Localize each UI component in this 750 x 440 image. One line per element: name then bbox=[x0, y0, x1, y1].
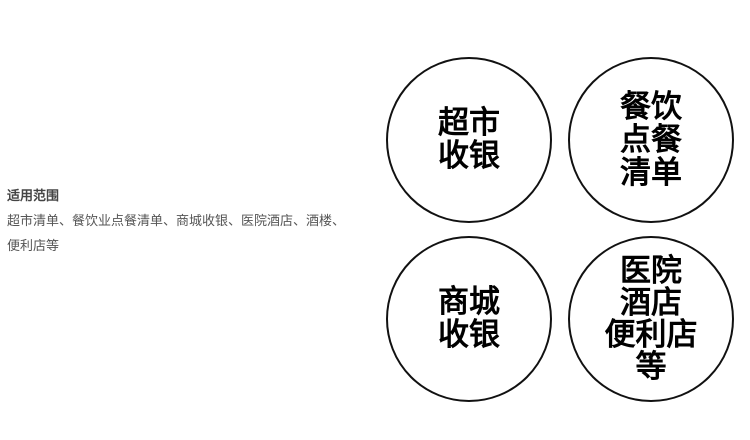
circle-text: 清单 bbox=[620, 154, 682, 191]
circle-text: 商城 bbox=[438, 284, 500, 320]
circle-supermarket: 超市 收银 bbox=[386, 57, 552, 223]
circle-restaurant: 餐饮 点餐 清单 bbox=[568, 57, 734, 223]
circle-text: 酒店 bbox=[620, 285, 682, 321]
circle-text: 便利店 bbox=[604, 317, 698, 353]
circle-text: 点餐 bbox=[620, 121, 682, 158]
circle-text: 超市 bbox=[438, 105, 500, 141]
circle-hospital-hotel: 医院 酒店 便利店 等 bbox=[568, 236, 734, 402]
circle-text: 收银 bbox=[438, 317, 500, 353]
scope-text-line-2: 便利店等 bbox=[7, 239, 60, 254]
scope-info: 适用范围 超市清单、餐饮业点餐清单、商城收银、医院酒店、酒楼、 便利店等 bbox=[7, 184, 377, 259]
circle-mall: 商城 收银 bbox=[386, 236, 552, 402]
circle-text: 餐饮 bbox=[620, 88, 682, 125]
circle-text: 医院 bbox=[620, 253, 682, 289]
scope-title: 适用范围 bbox=[7, 189, 60, 204]
circle-text: 等 bbox=[635, 349, 667, 385]
scope-text-line-1: 超市清单、餐饮业点餐清单、商城收银、医院酒店、酒楼、 bbox=[7, 214, 346, 229]
circle-text: 收银 bbox=[438, 138, 500, 174]
